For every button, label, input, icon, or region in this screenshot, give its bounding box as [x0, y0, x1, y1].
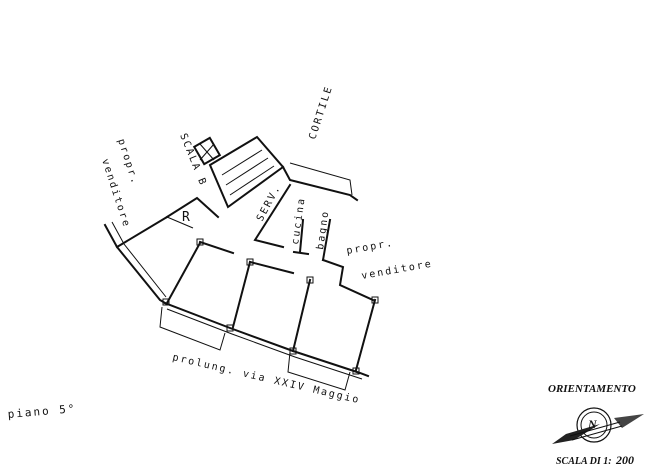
kitchen-label: cucina — [290, 196, 308, 245]
walls — [103, 135, 379, 391]
orientation-legend: ORIENTAMENTO N SCALA DI 1: 200 — [548, 383, 644, 467]
right-owner-label-1: propr. — [346, 238, 395, 257]
street-label: prolung. via XXIV Maggio — [171, 352, 361, 406]
room-r-label: R — [182, 210, 192, 225]
right-owner-label-2: venditore — [361, 259, 434, 282]
floor-label: piano 5° — [7, 402, 77, 421]
north-letter: N — [587, 417, 598, 431]
scale-label: SCALA DI 1: — [556, 456, 612, 467]
left-owner-label-1: propr. — [115, 138, 140, 187]
scale-value: 200 — [615, 453, 634, 467]
courtyard-label: CORTILE — [307, 84, 335, 141]
orientation-title: ORIENTAMENTO — [548, 383, 636, 395]
compass-icon: N — [552, 407, 644, 444]
labels: propr. venditore SCALA B CORTILE R SERV.… — [7, 84, 433, 421]
